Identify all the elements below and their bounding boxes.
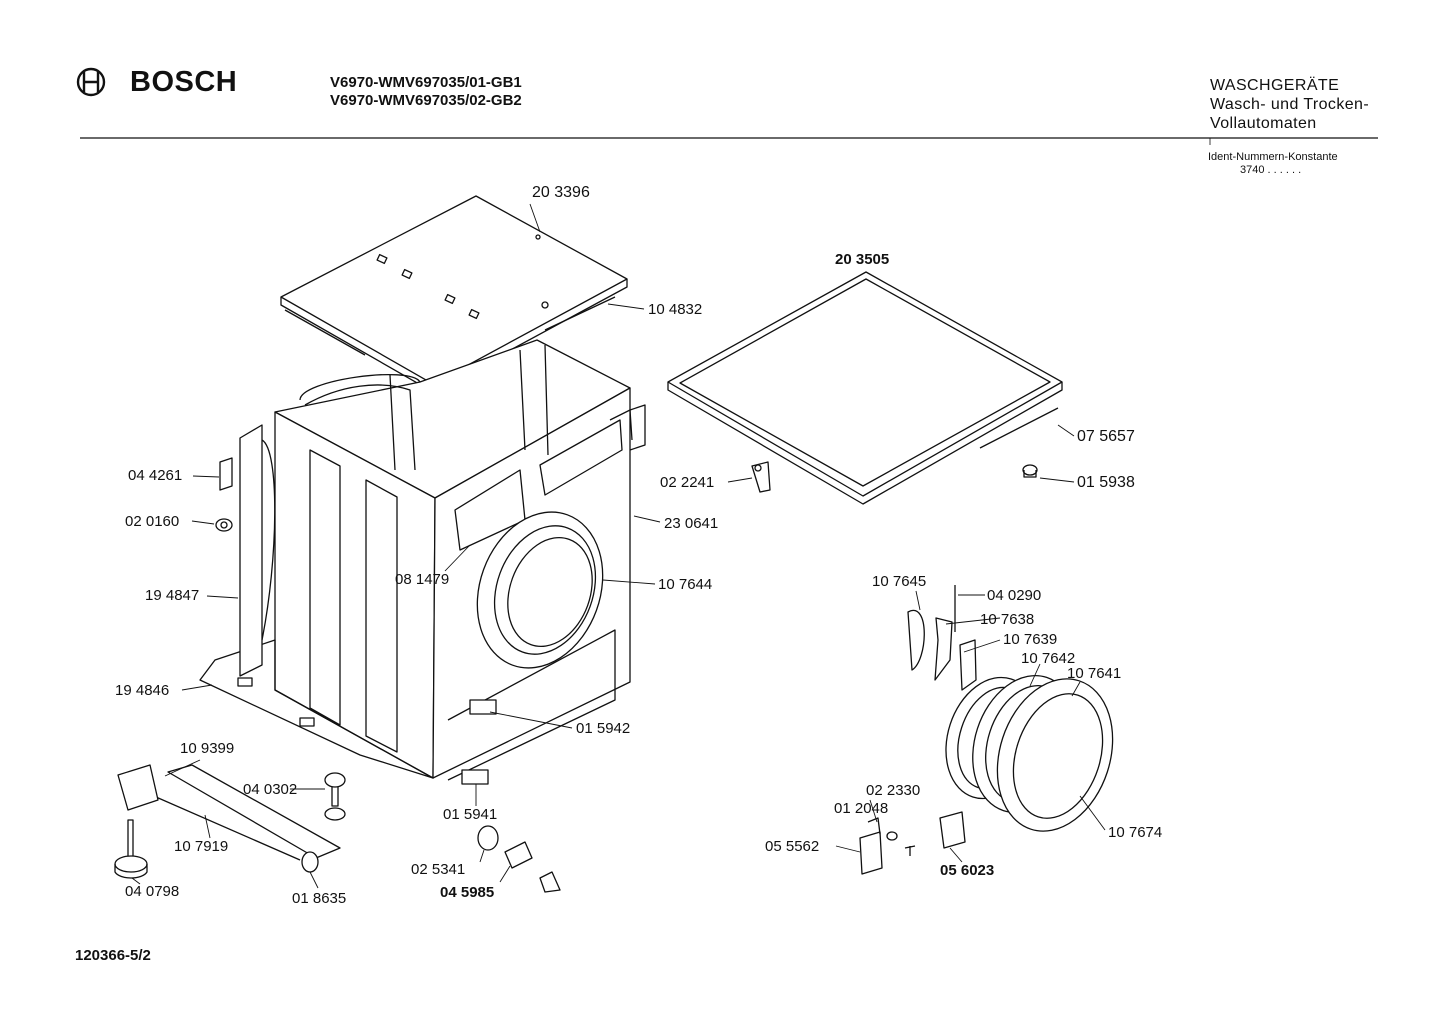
part-label: 01 5941	[443, 806, 498, 823]
worktop-lid	[667, 271, 1063, 505]
door-ring-assembly	[945, 675, 1114, 832]
model-number-line-2: V6970-WMV697035/02-GB2	[330, 92, 522, 109]
part-label: 05 6023	[940, 862, 995, 879]
part-label: 04 0302	[243, 781, 298, 798]
part-label: 01 2048	[834, 800, 889, 817]
door-lock-05-5562	[859, 817, 883, 875]
leader-lines	[131, 203, 1106, 889]
part-label: 04 0290	[987, 587, 1042, 604]
part-label: 01 8635	[292, 890, 347, 907]
document-number: 120366-5/2	[75, 947, 151, 964]
ident-number: 3740 . . . . . .	[1240, 164, 1302, 176]
part-label: 01 5942	[576, 720, 631, 737]
hinge-10-7639	[959, 639, 977, 691]
part-label: 10 7642	[1021, 650, 1076, 667]
side-panel	[239, 424, 276, 677]
hinge-bracket	[751, 461, 771, 493]
clip-04-4261	[219, 457, 233, 491]
part-label: 01 5938	[1077, 474, 1135, 491]
part-label: 10 7645	[872, 573, 927, 590]
levelling-foot-04-0798	[114, 819, 148, 879]
part-label: 08 1479	[395, 571, 450, 588]
part-label: 10 7641	[1067, 665, 1122, 682]
door-catch-05-6023	[939, 811, 966, 849]
part-label: 02 5341	[411, 861, 466, 878]
drain-part-02-5341	[477, 825, 499, 851]
hinge-10-7638	[934, 617, 953, 681]
part-label: 05 5562	[765, 838, 820, 855]
levelling-foot-04-0302	[324, 772, 346, 821]
part-label: 10 7644	[658, 576, 713, 593]
mounting-strip	[117, 764, 341, 873]
part-label: 10 7674	[1108, 824, 1163, 841]
category-line-1: WASCHGERÄTE	[1210, 77, 1340, 94]
door-porthole-ring	[476, 511, 604, 669]
part-label: 19 4847	[145, 587, 200, 604]
bosch-armature-logo-icon	[76, 67, 106, 97]
part-label: 04 0798	[125, 883, 180, 900]
part-label: 10 7639	[1003, 631, 1058, 648]
category-line-2: Wasch- und Trocken-	[1210, 96, 1370, 113]
drain-part-04-5985	[504, 841, 561, 893]
brand-name: BOSCH	[130, 66, 238, 98]
part-label: 10 9399	[180, 740, 235, 757]
category-line-3: Vollautomaten	[1210, 115, 1317, 132]
nameplate-01-5941	[461, 769, 489, 785]
part-label: 20 3396	[532, 184, 590, 201]
part-label: 10 4832	[648, 301, 703, 318]
nameplate-01-5942	[469, 699, 497, 715]
model-number-line-1: V6970-WMV697035/01-GB1	[330, 74, 522, 91]
part-label: 02 2241	[660, 474, 715, 491]
part-label: 02 2330	[866, 782, 921, 799]
foot-plug	[1022, 464, 1038, 478]
ident-label: Ident-Nummern-Konstante	[1208, 151, 1338, 163]
part-label: 04 5985	[440, 884, 495, 901]
part-label: 04 4261	[128, 467, 183, 484]
hinge-10-7645	[907, 609, 925, 671]
part-label: 10 7919	[174, 838, 229, 855]
part-label: 10 7638	[980, 611, 1035, 628]
part-label: 02 0160	[125, 513, 180, 530]
part-label: 20 3505	[835, 251, 890, 268]
part-label: 23 0641	[664, 515, 719, 532]
grommet-02-0160	[215, 518, 233, 532]
screw-washer	[886, 831, 916, 856]
part-label: 19 4846	[115, 682, 170, 699]
part-label: 07 5657	[1077, 428, 1135, 445]
